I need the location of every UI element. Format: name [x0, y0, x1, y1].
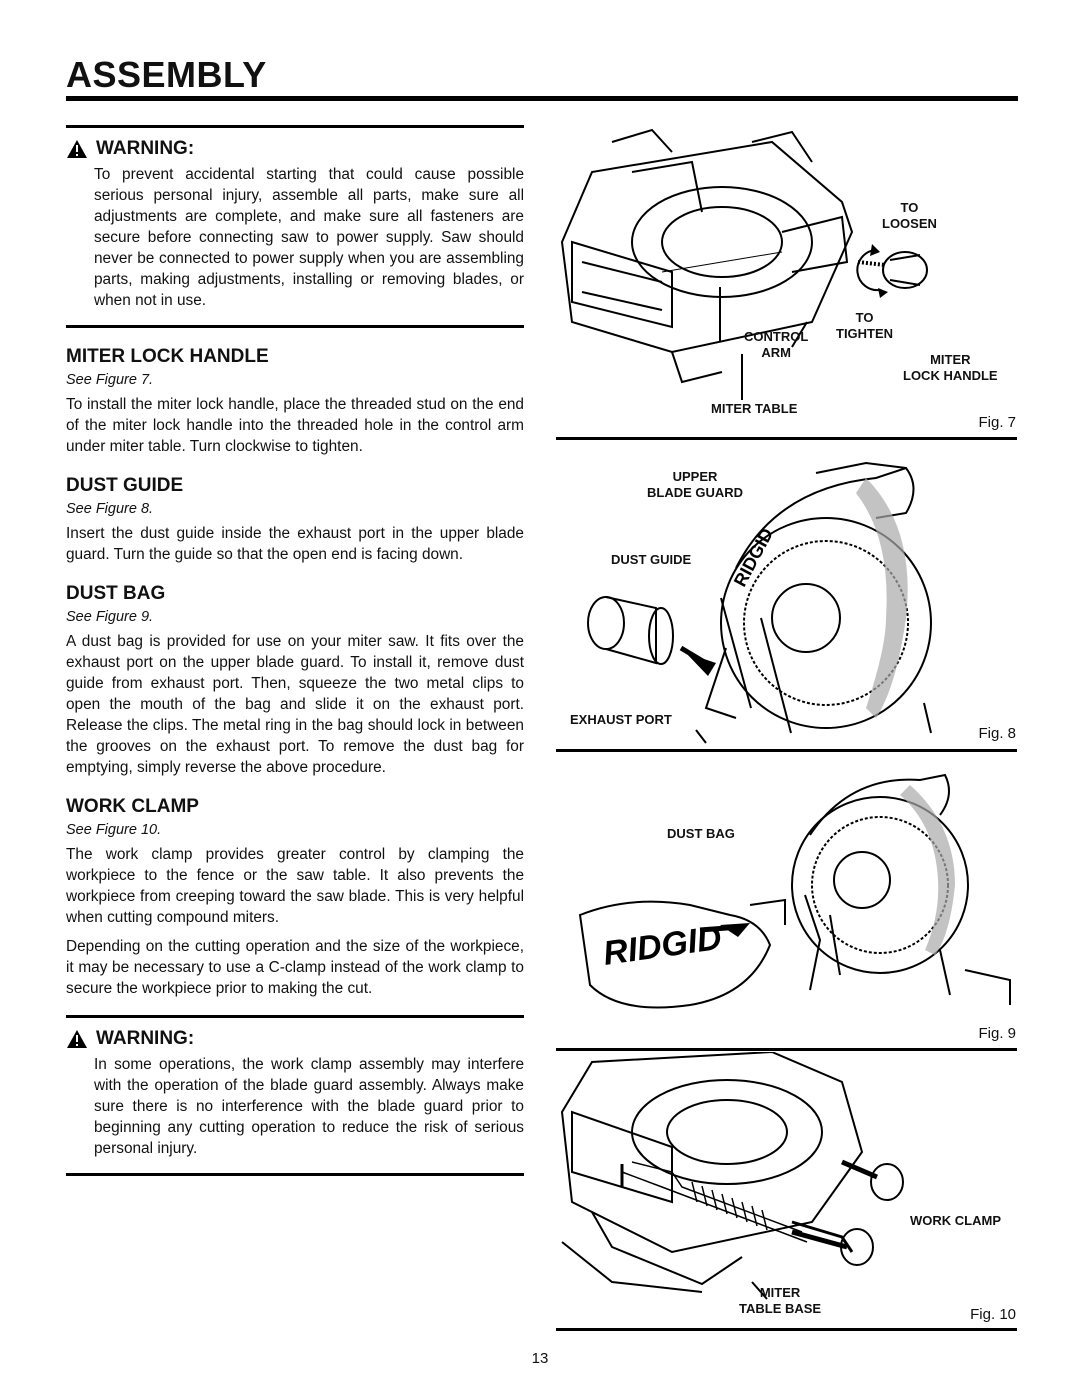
- figure-7-rule: [556, 437, 1017, 440]
- label-exhaust-port: EXHAUST PORT: [570, 712, 672, 727]
- left-column: WARNING: To prevent accidental starting …: [66, 125, 524, 1176]
- warning-header: WARNING:: [66, 138, 524, 160]
- warning-triangle-icon: [67, 140, 87, 158]
- miter-lock-text: To install the miter lock handle, place …: [66, 396, 524, 455]
- label-miter-table: MITER TABLE: [711, 401, 798, 416]
- see-figure-9: See Figure 9.: [66, 609, 154, 625]
- figure-9-illustration: RIDGID: [578, 773, 1011, 1009]
- figure-9-rule: [556, 1048, 1017, 1051]
- warning-text: To prevent accidental starting that coul…: [94, 166, 524, 309]
- page-number: 13: [531, 1350, 549, 1367]
- page-title: ASSEMBLY: [66, 54, 267, 95]
- ridgid-logo-bag: RIDGID: [601, 919, 724, 973]
- figure-8-illustration: RIDGID: [587, 461, 932, 744]
- warning-bottom-rule: [66, 325, 524, 328]
- work-clamp-text-1: The work clamp provides greater control …: [66, 846, 524, 926]
- warning2-text: In some operations, the work clamp assem…: [94, 1056, 524, 1157]
- label-miter-lock-handle: MITER LOCK HANDLE: [903, 352, 998, 383]
- ridgid-logo: RIDGID: [730, 525, 777, 590]
- warning-label: WARNING:: [96, 138, 195, 159]
- figure-9-number: Fig. 9: [978, 1025, 1016, 1042]
- dust-guide-text: Insert the dust guide inside the exhaust…: [66, 525, 524, 563]
- label-to-loosen: TO LOOSEN: [882, 200, 937, 231]
- label-dust-bag: DUST BAG: [667, 826, 735, 841]
- section-heading-dust-guide: DUST GUIDE: [66, 475, 184, 496]
- dust-bag-text: A dust bag is provided for use on your m…: [66, 633, 524, 776]
- warning2-top-rule: [66, 1015, 524, 1018]
- figure-7-illustration: [560, 128, 854, 400]
- see-figure-7: See Figure 7.: [66, 372, 154, 388]
- warning2-label: WARNING:: [96, 1028, 195, 1049]
- warning-top-rule: [66, 125, 524, 128]
- miter-lock-handle-illustration: [856, 244, 928, 298]
- section-heading-dust-bag: DUST BAG: [66, 583, 166, 604]
- warning2-header: WARNING:: [66, 1028, 524, 1050]
- figure-7-number: Fig. 7: [978, 414, 1016, 431]
- section-heading-miter-lock: MITER LOCK HANDLE: [66, 346, 269, 367]
- title-rule: [66, 96, 1018, 101]
- label-miter-table-base: MITER TABLE BASE: [739, 1285, 822, 1316]
- see-figure-10: See Figure 10.: [66, 822, 162, 838]
- label-to-tighten: TO TIGHTEN: [836, 310, 894, 341]
- figure-8-number: Fig. 8: [978, 725, 1016, 742]
- label-upper-blade-guard: UPPER BLADE GUARD: [647, 469, 744, 500]
- see-figure-8: See Figure 8.: [66, 501, 154, 517]
- label-control-arm: CONTROL ARM: [744, 329, 809, 360]
- warning-triangle-icon: [67, 1030, 87, 1048]
- warning2-bottom-rule: [66, 1173, 524, 1176]
- figure-10-number: Fig. 10: [970, 1306, 1016, 1323]
- work-clamp-text-2: Depending on the cutting operation and t…: [66, 938, 524, 997]
- figure-10-rule: [556, 1328, 1017, 1331]
- label-dust-guide: DUST GUIDE: [611, 552, 692, 567]
- label-work-clamp: WORK CLAMP: [910, 1213, 1001, 1228]
- figure-10-illustration: [560, 1052, 904, 1300]
- figure-8-rule: [556, 749, 1017, 752]
- section-heading-work-clamp: WORK CLAMP: [66, 796, 199, 817]
